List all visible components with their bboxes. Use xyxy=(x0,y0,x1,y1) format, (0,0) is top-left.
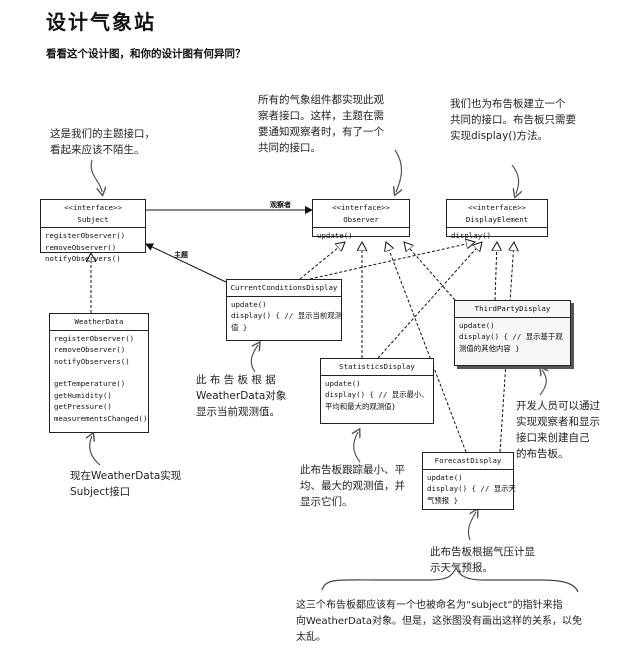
statistics-display-method: display() { // 显示最小、 xyxy=(325,390,429,399)
note-line: 这是我们的主题接口， xyxy=(50,128,155,140)
pointer-display-note xyxy=(511,164,519,194)
weatherdata-method: getPressure() xyxy=(54,402,112,411)
observer-method: update() xyxy=(317,231,353,240)
note-line: 显示当前观测值。 xyxy=(196,406,280,418)
note-line: 我们也为布告板建立一个 xyxy=(450,98,566,110)
current-display-class-box: CurrentConditionsDisplay update() displa… xyxy=(226,279,342,341)
observer-interface-box: <<interface>> Observer update() xyxy=(312,199,410,240)
weatherdata-method: measurementsChanged() xyxy=(54,413,148,423)
note-line: 察者接口。这样，主题在需 xyxy=(258,110,384,122)
weatherdata-method: registerObserver() xyxy=(54,333,135,343)
note-current: 此 布 告 板 根 据 WeatherData对象 显示当前观测值。 xyxy=(196,372,286,420)
note-line: 接口来创建自己 xyxy=(516,432,590,444)
subject-association xyxy=(145,243,229,284)
subject-method: registerObserver() xyxy=(45,231,126,240)
note-line: 示天气预报。 xyxy=(430,562,493,574)
note-line: 的布告板。 xyxy=(516,448,569,460)
note-line: 共同的接口。布告板只需要 xyxy=(450,114,576,126)
forecast-display-method: 气预报 } xyxy=(427,495,459,505)
current-display-method: display() { // 显示当前观测 xyxy=(231,311,343,320)
page-title: 设计气象站 xyxy=(46,10,156,34)
statistics-implements-display xyxy=(377,242,482,359)
current-display-method: 值 } xyxy=(231,322,248,332)
note-line: 现在WeatherData实现 xyxy=(70,470,182,482)
note-subject: 这是我们的主题接口， 看起来应该不陌生。 xyxy=(50,126,155,158)
display-stereotype: <<interface>> xyxy=(468,203,526,212)
thirdparty-implements-display xyxy=(495,242,497,301)
statistics-display-class-box: StatisticsDisplay update() display() { /… xyxy=(320,358,434,424)
note-line: 显示它们。 xyxy=(300,496,353,508)
display-name: DisplayElement xyxy=(465,214,529,224)
forecast-display-name: ForecastDisplay xyxy=(434,456,502,465)
thirdparty-display-method: 测值的其他内容 } xyxy=(459,343,520,353)
thirdparty-display-name: ThirdPartyDisplay xyxy=(474,304,551,313)
note-bottom: 这三个布告板都应该有一个也被命名为“subject”的指针来指 向Weather… xyxy=(296,598,582,646)
pointer-thirdparty-note xyxy=(540,370,546,396)
weatherdata-method: removeObserver() xyxy=(54,345,126,354)
weatherdata-class-box: WeatherData registerObserver() removeObs… xyxy=(49,313,149,433)
thirdparty-display-class-box: ThirdPartyDisplay update() display() { /… xyxy=(454,300,571,366)
note-line: 均、最大的观测值，并 xyxy=(300,480,405,492)
observer-name: Observer xyxy=(343,214,379,224)
note-line: 实现观察者和显示 xyxy=(516,416,600,428)
note-line: 实现display()方法。 xyxy=(450,130,548,142)
subject-label: 主题 xyxy=(174,251,188,259)
note-line: 共同的接口。 xyxy=(258,142,321,154)
note-line: 看起来应该不陌生。 xyxy=(50,144,145,156)
thirdparty-implements-observer xyxy=(404,242,456,301)
weatherdata-method: getTemperature() xyxy=(54,379,126,388)
pointer-subject-note xyxy=(90,159,102,192)
statistics-display-method: 平均和最大的观测值} xyxy=(325,401,396,411)
note-line: 太乱。 xyxy=(296,632,326,643)
note-statistics: 此布告板跟踪最小、平 均、最大的观测值，并 显示它们。 xyxy=(300,462,405,510)
display-interface-box: <<interface>> DisplayElement display() xyxy=(446,199,548,240)
note-line: 此布告板跟踪最小、平 xyxy=(300,464,405,476)
subject-method: notifyObservers() xyxy=(45,254,121,263)
observers-label: 观察者 xyxy=(270,201,291,209)
thirdparty-display-method: update() xyxy=(459,320,495,330)
pointer-observer-note xyxy=(395,149,402,192)
weatherdata-method: notifyObservers() xyxy=(54,356,130,366)
note-line: 向WeatherData对象。但是，这张图没有画出这样的关系，以免 xyxy=(296,616,582,627)
current-implements-display xyxy=(309,242,475,280)
thirdparty-display-method: display() { // 显示基于观 xyxy=(459,332,563,341)
note-forecast: 此布告板根据气压计显 示天气预报。 xyxy=(430,544,535,576)
note-line: 所有的气象组件都实现此观 xyxy=(258,94,384,106)
weatherdata-name: WeatherData xyxy=(74,317,124,326)
forecast-implements-observer xyxy=(386,242,467,453)
note-line: 此布告板根据气压计显 xyxy=(430,546,535,558)
subject-stereotype: <<interface>> xyxy=(64,203,122,212)
note-line: Subject接口 xyxy=(70,486,131,498)
note-thirdparty: 开发人员可以通过 实现观察者和显示 接口来创建自己 的布告板。 xyxy=(516,398,600,462)
note-observer: 所有的气象组件都实现此观 察者接口。这样，主题在需 要通知观察者时，有了一个 共… xyxy=(258,92,384,156)
subject-interface-box: <<interface>> Subject registerObserver()… xyxy=(40,199,146,263)
subject-method: removeObserver() xyxy=(45,242,117,252)
forecast-display-method: display() { // 显示天 xyxy=(427,484,516,493)
note-line: 此 布 告 板 根 据 xyxy=(196,374,276,386)
current-display-name: CurrentConditionsDisplay xyxy=(230,283,338,292)
display-method: display() xyxy=(451,231,492,240)
note-line: 要通知观察者时，有了一个 xyxy=(258,126,384,138)
note-display: 我们也为布告板建立一个 共同的接口。布告板只需要 实现display()方法。 xyxy=(450,96,576,144)
weatherdata-method: getHumidity() xyxy=(54,390,112,400)
pointer-current-note xyxy=(250,345,258,373)
forecast-display-class-box: ForecastDisplay update() display() { // … xyxy=(422,452,516,510)
observer-stereotype: <<interface>> xyxy=(332,203,390,212)
bottom-brace xyxy=(321,566,579,593)
note-weatherdata: 现在WeatherData实现 Subject接口 xyxy=(70,468,181,500)
note-line: 这三个布告板都应该有一个也被命名为“subject”的指针来指 xyxy=(296,600,563,611)
note-line: 开发人员可以通过 xyxy=(516,400,600,412)
note-line: WeatherData对象 xyxy=(196,390,287,402)
statistics-display-name: StatisticsDisplay xyxy=(339,362,415,371)
current-implements-observer xyxy=(299,242,345,280)
pointer-statistics-note xyxy=(354,432,360,463)
current-display-method: update() xyxy=(231,299,267,309)
subject-name: Subject xyxy=(77,214,109,224)
pointer-weatherdata-note xyxy=(90,436,101,466)
pointer-forecast-note xyxy=(467,512,476,541)
page-subtitle: 看看这个设计图，和你的设计图有何异同？ xyxy=(46,48,246,60)
forecast-display-method: update() xyxy=(427,472,463,482)
statistics-display-method: update() xyxy=(325,378,361,388)
